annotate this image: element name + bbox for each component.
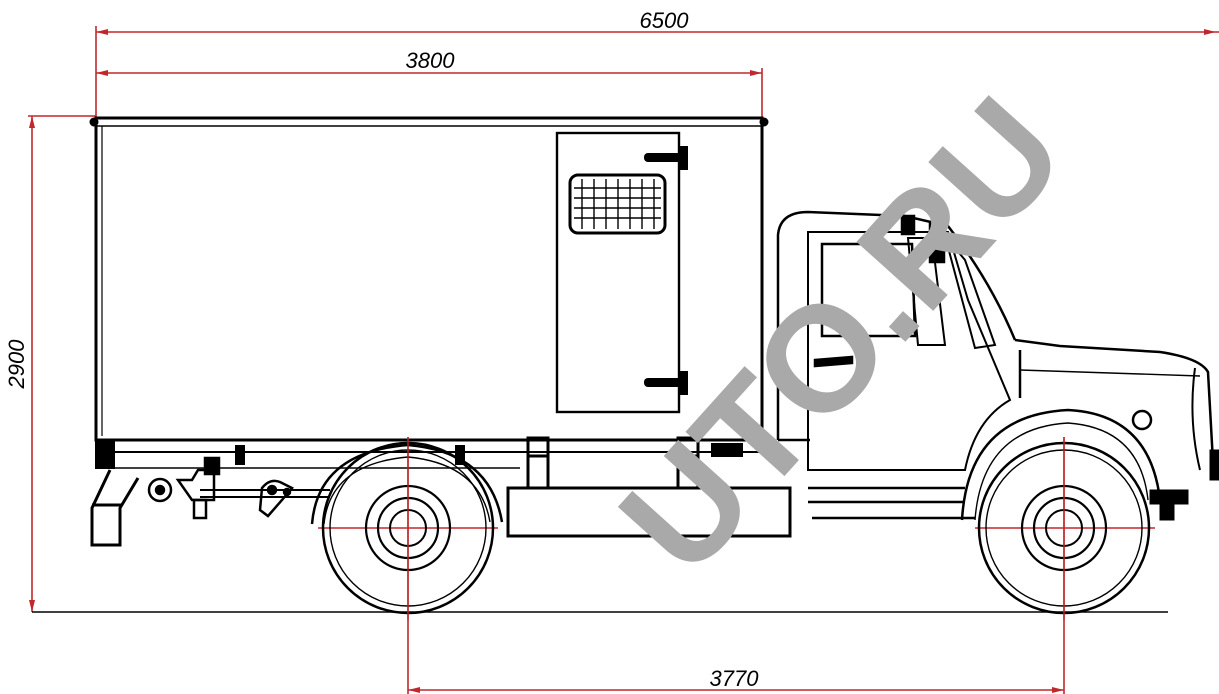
front-fender: [960, 408, 1162, 521]
cab-door-window: [820, 242, 917, 338]
tow-hitch: [147, 456, 294, 520]
door-hinges: [644, 146, 688, 395]
cargo-box: [89, 116, 769, 442]
door-handle: [813, 355, 854, 368]
dimension-arrows: [29, 29, 1216, 693]
overall-length-label: 6500: [640, 8, 690, 33]
rear-step: [90, 469, 140, 547]
dimension-lines: [28, 26, 1219, 694]
headlight: [1131, 409, 1153, 431]
door-window-grille: [568, 173, 667, 235]
side-door: [555, 131, 681, 414]
chassis-frame: [95, 439, 770, 498]
side-mirror: [928, 220, 946, 264]
front-bumper: [1149, 449, 1219, 521]
body-length-label: 3800: [406, 48, 456, 73]
overall-height-label: 2900: [4, 339, 29, 390]
hood: [1014, 338, 1216, 481]
wheelbase-label: 3770: [710, 666, 760, 691]
watermark-text: UTO.RU: [587, 66, 1095, 604]
cab: [776, 210, 1017, 520]
fuel-tank: [506, 436, 792, 538]
